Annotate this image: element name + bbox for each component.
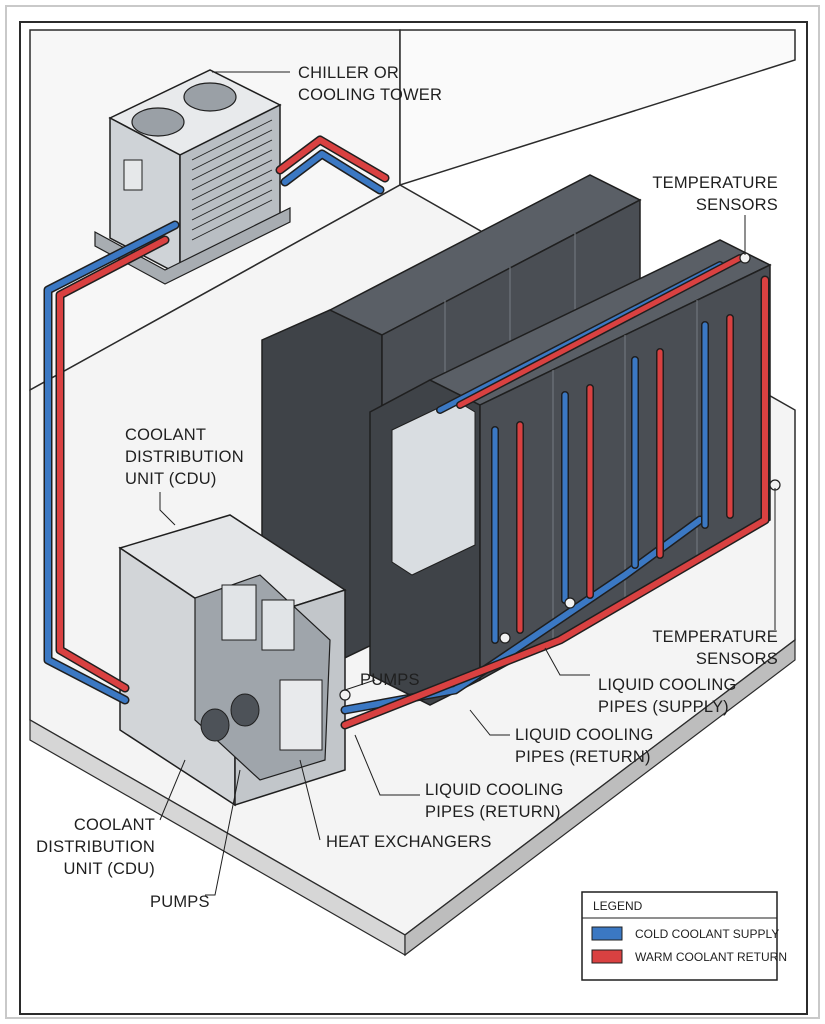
fan-icon — [183, 82, 237, 112]
label-return2-line1: LIQUID COOLING — [425, 781, 564, 799]
warm-return-pipe — [57, 237, 168, 691]
sensor-icon — [564, 597, 576, 609]
label-chiller-line1: CHILLER OR — [298, 64, 399, 82]
cold-supply-pipe — [45, 222, 178, 703]
label-cdu-top-line2: DISTRIBUTION — [125, 448, 244, 466]
warm-return-pipe — [457, 255, 743, 633]
fan-icon — [131, 107, 185, 137]
pump-icon — [230, 693, 260, 727]
label-cdu-top-line3: UNIT (CDU) — [125, 470, 217, 488]
label-cdu-bottom-line2: DISTRIBUTION — [36, 838, 155, 856]
coolant-pipes — [43, 135, 770, 730]
label-return1-line1: LIQUID COOLING — [515, 726, 654, 744]
label-return2-line2: PIPES (RETURN) — [425, 803, 561, 821]
outer-frame — [5, 5, 820, 1019]
legend-swatch-warm — [591, 949, 623, 964]
cold-supply-pipe — [282, 151, 383, 193]
inner-frame — [19, 21, 808, 1015]
legend: LEGEND COLD COOLANT SUPPLY WARM COOLANT … — [581, 891, 787, 981]
legend-label-warm: WARM COOLANT RETURN — [635, 950, 787, 964]
label-pumps-right: PUMPS — [360, 671, 420, 689]
legend-label-cold: COLD COOLANT SUPPLY — [635, 927, 779, 941]
legend-swatch-cold — [591, 926, 623, 941]
label-cdu-top-line1: COOLANT — [125, 426, 206, 444]
label-temp-right-line2: SENSORS — [696, 650, 778, 668]
warm-return-pipe — [277, 137, 388, 181]
cdu-unit — [118, 514, 347, 807]
label-return1-line2: PIPES (RETURN) — [515, 748, 651, 766]
label-temp-top-line1: TEMPERATURE — [652, 174, 778, 192]
label-supply-line1: LIQUID COOLING — [598, 676, 737, 694]
sensor-icon — [499, 632, 511, 644]
sensor-icon — [339, 689, 351, 701]
label-heat-exchangers: HEAT EXCHANGERS — [326, 833, 492, 851]
label-cdu-bottom-line1: COOLANT — [74, 816, 155, 834]
label-pumps-bottom: PUMPS — [150, 893, 210, 911]
label-temp-top-line2: SENSORS — [696, 196, 778, 214]
label-temp-right-line1: TEMPERATURE — [652, 628, 778, 646]
legend-title: LEGEND — [593, 899, 643, 913]
label-supply-line2: PIPES (SUPPLY) — [598, 698, 729, 716]
label-cdu-bottom-line3: UNIT (CDU) — [63, 860, 155, 878]
leader-lines — [159, 71, 776, 896]
annotations: CHILLER OR COOLING TOWER TEMPERATURE SEN… — [36, 64, 778, 911]
pump-icon — [200, 708, 230, 742]
label-chiller-line2: COOLING TOWER — [298, 86, 442, 104]
warm-return-pipe — [342, 277, 768, 728]
